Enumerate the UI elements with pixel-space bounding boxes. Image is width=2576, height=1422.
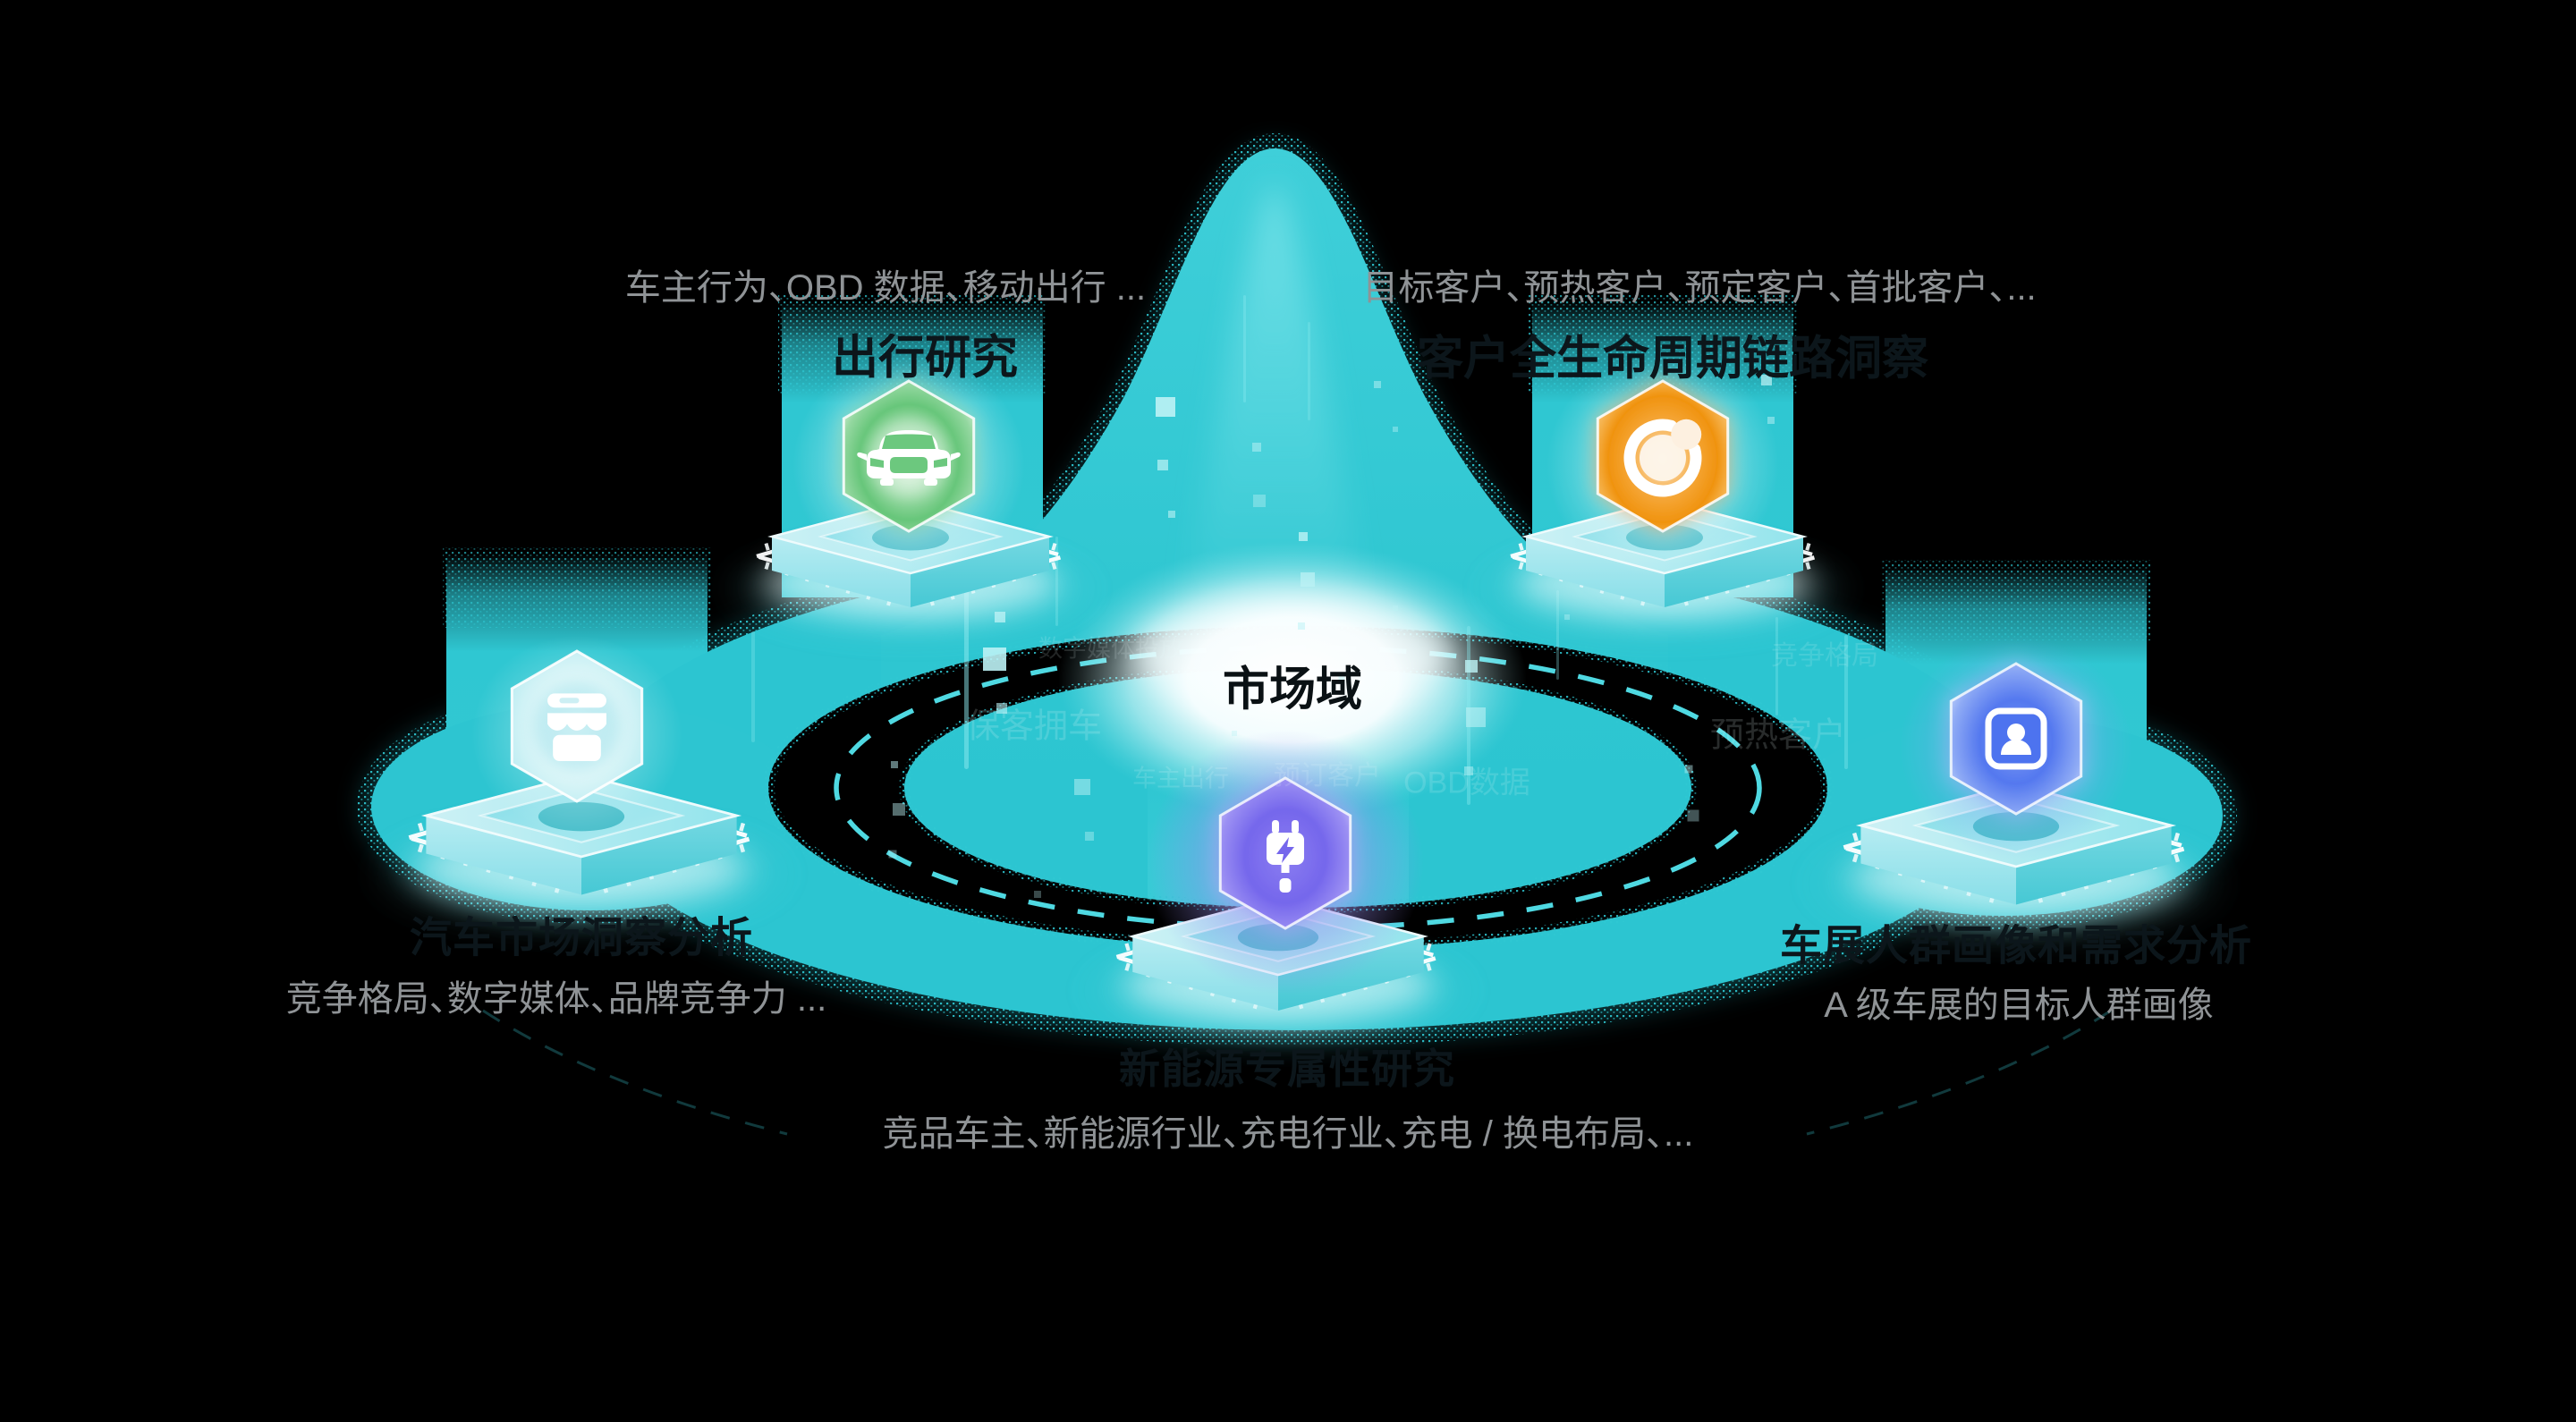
node-travel-research-desc: 车主行为、OBD 数据、移动出行 ... — [624, 268, 1147, 308]
floating-particles — [888, 375, 1775, 999]
node-new-energy-research-desc: 竞品车主、新能源行业、充电行业、充电 / 换电布局、... — [882, 1114, 1694, 1154]
node-travel-research — [718, 353, 1103, 640]
market-domain-label: 市场域 — [1222, 664, 1363, 716]
node-customer-lifecycle-title: 客户全生命周期链路洞察 — [1416, 333, 1929, 385]
node-auto-market-insight — [366, 635, 797, 932]
node-auto-market-insight-title: 汽车市场洞察分析 — [410, 913, 753, 961]
watermark-text: 预订客户 — [1274, 761, 1381, 791]
storefront-icon — [533, 682, 621, 770]
outer-dashed-arc-left — [482, 1009, 788, 1136]
center-glow — [1058, 541, 1527, 818]
orbit-dot-icon — [1623, 419, 1702, 497]
charging-plug-icon — [1267, 820, 1304, 893]
watermark-text: 保客拥车 — [965, 707, 1103, 746]
car-icon — [857, 418, 961, 498]
node-auto-market-insight-desc: 竞争格局、数字媒体、品牌竞争力 ... — [285, 979, 827, 1019]
user-card-icon — [1985, 707, 2047, 770]
node-new-energy-research — [1076, 730, 1480, 1045]
node-customer-lifecycle-desc: 目标客户、预热客户、预定客户、首批客户、... — [1362, 268, 2037, 308]
watermark-text: 预热客户 — [1709, 716, 1847, 755]
node-auto-show-persona-desc: A 级车展的目标人群画像 — [1824, 986, 2214, 1025]
node-auto-show-persona — [1801, 636, 2232, 942]
outer-dashed-arc-right — [1806, 1009, 2112, 1136]
node-customer-lifecycle — [1472, 353, 1857, 640]
watermark-text: 竞争格局 — [1771, 641, 1878, 671]
watermark-text: OBD数据 — [1403, 766, 1530, 800]
node-travel-research-title: 出行研究 — [831, 332, 1019, 385]
node-new-energy-research-title: 新能源专属性研究 — [1119, 1045, 1455, 1092]
node-auto-show-persona-title: 车展人群画像和需求分析 — [1780, 921, 2252, 969]
watermark-text: 车主出行 — [1132, 765, 1229, 792]
watermark-text: 数字媒体投放 — [1038, 635, 1183, 663]
